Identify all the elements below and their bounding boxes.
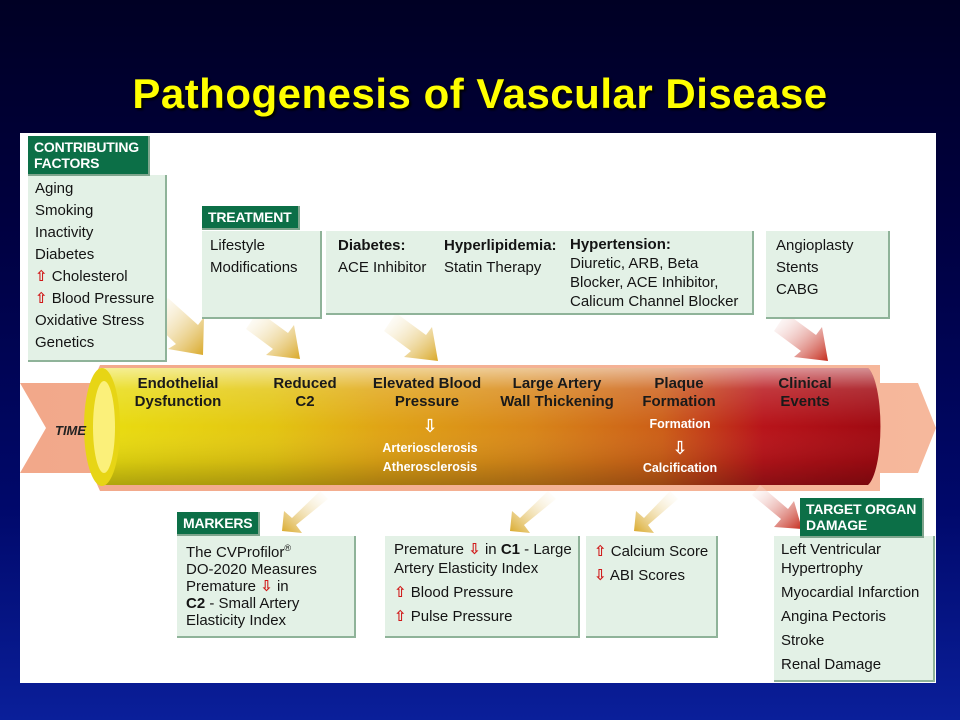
down-arrow-icon: ⇩ [468,541,481,558]
up-arrow-icon: ⇧ [594,543,607,560]
factor-smoking: Smoking [35,202,94,219]
target-organ-damage-header: TARGET ORGAN DAMAGE [800,498,925,538]
procedures-box: Angioplasty Stents CABG [766,231,890,319]
bp-sublabels: Arteriosclerosis Atherosclerosis [382,441,478,474]
contributing-factors-box: Aging Smoking Inactivity Diabetes ⇧ Chol… [28,175,167,362]
up-arrow-icon: ⇧ [35,290,48,307]
factor-aging: Aging [35,180,74,197]
slide-title: Pathogenesis of Vascular Disease [132,70,828,117]
time-label: TIME [55,423,87,438]
hypertension-treatment: Hypertension: Diuretic, ARB, Beta Blocke… [570,236,739,310]
contributing-factors-header: CONTRIBUTING FACTORS [28,136,150,176]
treatment-header: TREATMENT [202,206,300,230]
plaque-formation-sublabel: Formation [649,417,711,431]
factor-oxidative-stress: Oxidative Stress [35,312,145,329]
feed-arrow-lifestyle [246,311,300,359]
marker-box-c1: Premature ⇩ in C1 - Large Artery Elastic… [385,536,580,638]
down-arrow-icon: ⇩ [594,567,607,584]
factor-inactivity: Inactivity [35,224,94,241]
diagram-panel: Aging Smoking Inactivity Diabetes ⇧ Chol… [20,133,936,683]
up-arrow-icon: ⇧ [35,268,48,285]
down-arrow-icon: ⇩ [422,416,438,436]
factor-genetics: Genetics [35,334,95,351]
treatment-lifestyle-box: Lifestyle Modifications [202,231,322,319]
marker-arrow-1 [282,491,328,533]
markers-header: MARKERS [177,512,261,536]
factor-diabetes: Diabetes [35,246,95,263]
treatment-medication-box: Diabetes: ACE Inhibitor Hyperlipidemia: … [326,231,754,315]
up-arrow-icon: ⇧ [394,608,407,625]
marker-box-c2: The CVProfilor® DO-2020 Measures Prematu… [177,536,356,638]
feed-arrow-medication [384,313,438,361]
hyperlipidemia-treatment: Hyperlipidemia: Statin Therapy [444,237,557,276]
feed-arrow-procedures [774,313,828,361]
down-arrow-icon: ⇩ [672,438,688,458]
factor-cholesterol: ⇧ Cholesterol [35,268,128,285]
target-arrow [752,485,802,529]
marker-arrow-3 [634,491,678,533]
factor-blood-pressure: ⇧ Blood Pressure [35,290,155,307]
diabetes-treatment: Diabetes: ACE Inhibitor [338,237,427,276]
target-organ-damage-box: Left Ventricular Hypertrophy Myocardial … [774,536,935,682]
down-arrow-icon: ⇩ [260,578,273,595]
up-arrow-icon: ⇧ [394,584,407,601]
plaque-calcification-sublabel: Calcification [642,461,718,475]
diagram-graphics [20,298,936,533]
marker-arrow-2 [510,491,556,533]
marker-box-calcium: ⇧ Calcium Score ⇩ ABI Scores [586,536,718,638]
